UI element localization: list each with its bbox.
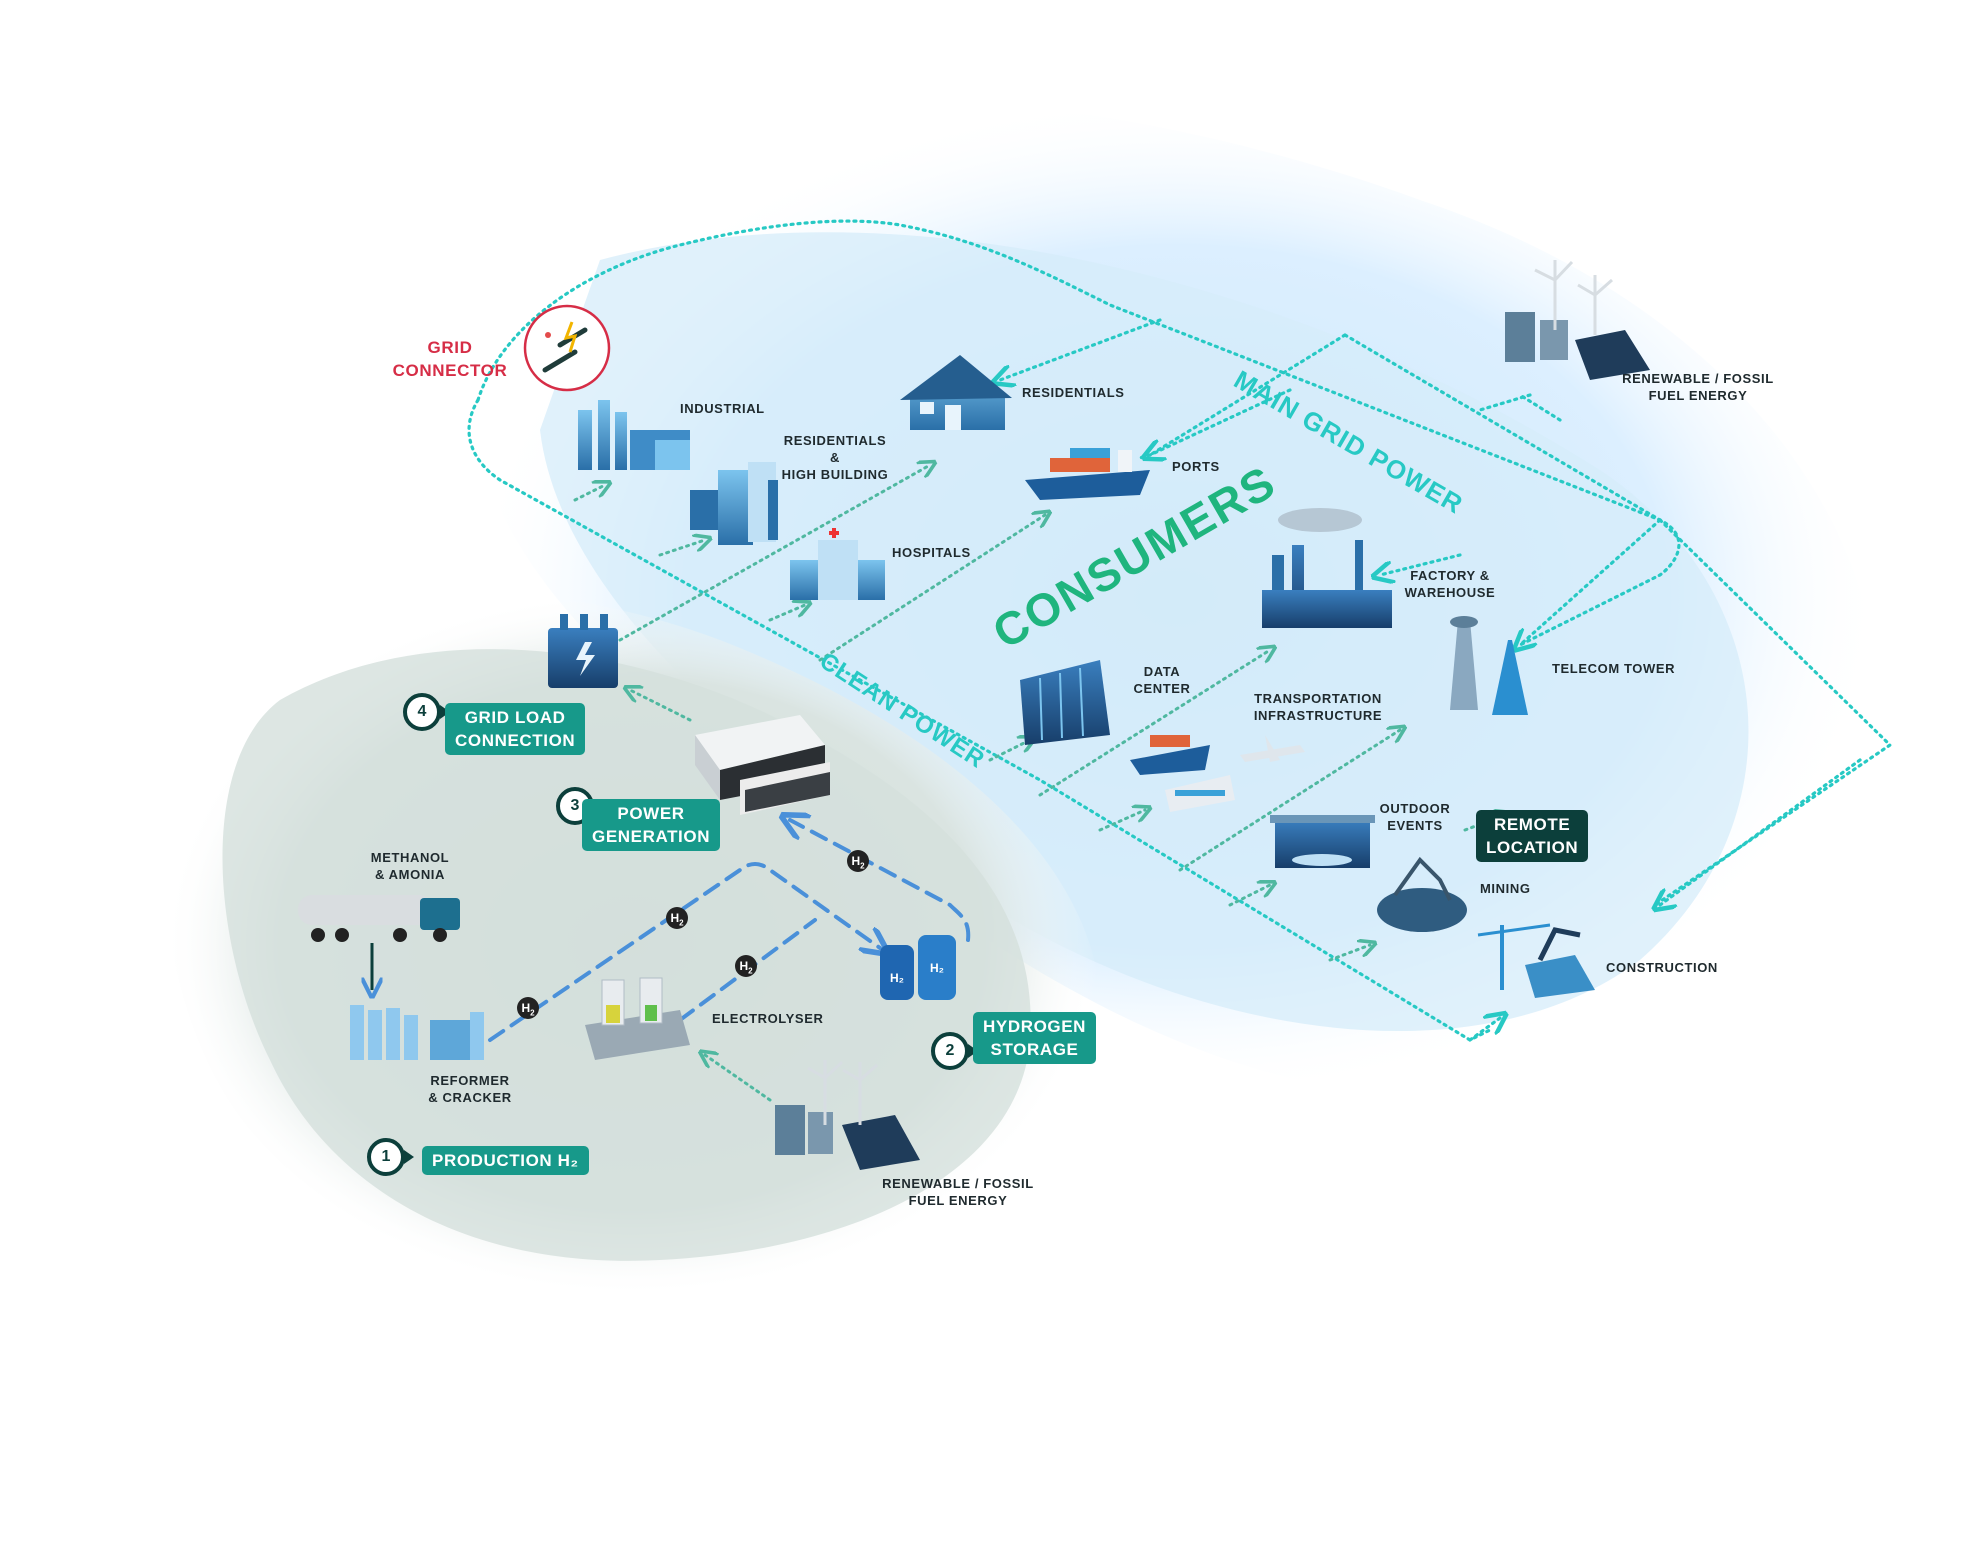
mining-icon	[1377, 856, 1467, 932]
main-grid-loop	[467, 219, 1893, 1042]
construction-label: CONSTRUCTION	[1606, 960, 1718, 975]
transformer-icon	[548, 614, 618, 688]
step-number-4: 4	[403, 693, 450, 731]
step-number-1: 1	[367, 1138, 414, 1176]
renewable-energy-bottom-icon	[775, 1060, 920, 1170]
grid-connector-label: GRID CONNECTOR	[392, 338, 508, 380]
transportation-icon	[1130, 735, 1305, 812]
telecom-tower-icon	[1450, 616, 1528, 715]
reformer-icon	[350, 1005, 484, 1060]
grid-load-connection-badge: GRID LOAD CONNECTION	[445, 703, 586, 755]
power-generation-badge: POWER GENERATION	[582, 799, 721, 851]
step-number-2: 2	[931, 1032, 978, 1070]
residentials-label: RESIDENTIALS	[1022, 385, 1125, 400]
industrial-icon	[578, 400, 690, 470]
data-center-label: DATA CENTER	[1133, 664, 1191, 696]
h2-token: H2	[735, 955, 757, 977]
telecom-tower-label: TELECOM TOWER	[1552, 661, 1676, 676]
production-h2-badge: PRODUCTION H₂	[422, 1146, 589, 1175]
residentials-high-building-label: RESIDENTIALS & HIGH BUILDING	[781, 433, 889, 482]
outdoor-events-label: OUTDOOR EVENTS	[1379, 801, 1451, 833]
hospitals-label: HOSPITALS	[892, 545, 971, 560]
transportation-label: TRANSPORTATION INFRASTRUCTURE	[1253, 691, 1383, 723]
factory-icon	[1262, 508, 1392, 628]
svg-text:H₂: H₂	[890, 971, 904, 985]
clean-power-lines	[573, 465, 1505, 1102]
renewable-energy-top-icon	[1505, 260, 1650, 380]
factory-warehouse-label: FACTORY & WAREHOUSE	[1404, 568, 1496, 600]
data-center-icon	[1020, 660, 1110, 745]
ports-label: PORTS	[1172, 459, 1220, 474]
hospital-icon	[790, 528, 885, 600]
remote-location-badge: REMOTE LOCATION	[1476, 810, 1589, 862]
electrolyser-icon	[585, 977, 690, 1060]
generator-icon	[695, 715, 830, 815]
renewable-top-label: RENEWABLE / FOSSIL FUEL ENERGY	[1622, 371, 1774, 403]
h2-token: H2	[517, 997, 539, 1019]
methanol-label: METHANOL & AMONIA	[370, 850, 450, 882]
plug-icon	[542, 321, 588, 373]
mining-label: MINING	[1480, 881, 1531, 896]
electrolyser-label: ELECTROLYSER	[712, 1011, 824, 1026]
tanker-truck-icon	[298, 895, 460, 942]
hydrogen-storage-badge: HYDROGEN STORAGE	[973, 1012, 1097, 1064]
cargo-ship-icon	[1025, 448, 1150, 500]
h2-token: H2	[666, 907, 688, 929]
house-icon	[900, 355, 1012, 430]
grid-connector-circle	[523, 304, 611, 392]
construction-icon	[1477, 923, 1595, 998]
industrial-label: INDUSTRIAL	[680, 401, 765, 416]
renewable-bottom-label: RENEWABLE / FOSSIL FUEL ENERGY	[882, 1176, 1034, 1208]
svg-text:H₂: H₂	[930, 961, 944, 975]
h2-token: H2	[847, 850, 869, 872]
hydrogen-tank-icon: H₂ H₂	[880, 935, 956, 1000]
stage-icon	[1270, 815, 1375, 868]
high-building-icon	[690, 462, 778, 545]
reformer-label: REFORMER & CRACKER	[428, 1073, 512, 1105]
